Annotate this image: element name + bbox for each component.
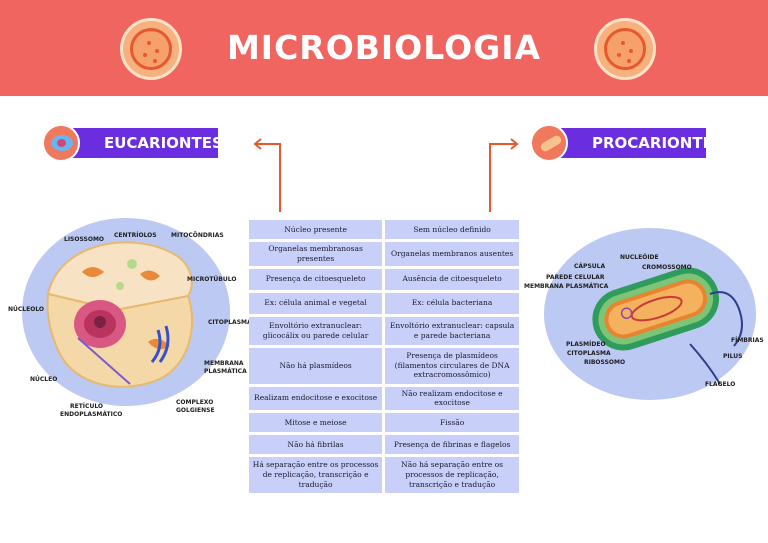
prokaryote-cell: Envoltório extranuclear: capsula e pared…	[385, 316, 519, 345]
label-complexo-1: COMPLEXO	[176, 399, 214, 406]
microbe-badge-icon	[120, 18, 182, 80]
table-row: Ex: célula animal e vegetal Ex: célula b…	[249, 292, 519, 314]
eukaryote-cell-icon	[42, 124, 80, 162]
table-row: Organelas membranosas presentes Organela…	[249, 242, 519, 266]
label-cromossomo: CROMOSSOMO	[642, 264, 692, 271]
section-title-eukaryotes: EUCARIONTES	[58, 128, 223, 158]
table-row: Mitose e meiose Fissão	[249, 413, 519, 432]
arrow-to-prokaryotes-icon	[489, 138, 519, 212]
table-row: Realizam endocitose e exocitose Não real…	[249, 386, 519, 410]
table-row: Não há plasmídeos Presença de plasmídeos…	[249, 347, 519, 384]
label-capsula: CÁPSULA	[574, 263, 606, 270]
label-reticulo-1: RETÍCULO	[70, 403, 104, 410]
label-fimbrias: FÍMBRIAS	[731, 337, 764, 344]
bacterium-icon	[530, 124, 568, 162]
prokaryote-cell: Fissão	[385, 413, 519, 432]
label-parede-celular: PAREDE CELULAR	[546, 274, 605, 281]
label-membrana-plasmatica: MEMBRANA PLASMÁTICA	[524, 283, 609, 290]
label-centriolos: CENTRÍOLOS	[114, 232, 157, 239]
eukaryote-cell: Presença de citoesqueleto	[249, 268, 383, 290]
label-ribossomo: RIBOSSOMO	[584, 359, 626, 366]
table-row: Núcleo presente Sem núcleo definido	[249, 220, 519, 239]
label-flagelo: FLAGELO	[705, 381, 736, 388]
comparison-table: Núcleo presente Sem núcleo definido Orga…	[246, 217, 522, 496]
label-nucleolo: NÚCLEOLO	[8, 306, 45, 313]
eukaryote-cell: Ex: célula animal e vegetal	[249, 292, 383, 314]
prokaryote-cell: Organelas membranos ausentes	[385, 242, 519, 266]
eukaryote-cell-illustration	[22, 218, 230, 406]
prokaryote-cell: Não realizam endocitose e exocitose	[385, 386, 519, 410]
label-nucleo: NÚCLEO	[30, 376, 58, 383]
prokaryote-cell: Presença de fibrinas e flagelos	[385, 435, 519, 454]
prokaryote-cell: Ex: célula bacteriana	[385, 292, 519, 314]
arrow-to-eukaryotes-icon	[253, 138, 281, 212]
header-banner: MICROBIOLOGIA	[0, 0, 768, 96]
eukaryote-cell: Mitose e meiose	[249, 413, 383, 432]
prokaryote-cell: Ausência de citoesqueleto	[385, 268, 519, 290]
prokaryote-cell: Sem núcleo definido	[385, 220, 519, 239]
page-title: MICROBIOLOGIA	[226, 28, 542, 67]
label-membrana-2: PLASMÁTICA	[204, 368, 247, 375]
label-plasmideo: PLASMÍDEO	[566, 341, 606, 348]
label-reticulo-2: ENDOPLASMÁTICO	[60, 411, 123, 418]
label-citoplasma-prok: CITOPLASMA	[567, 350, 611, 357]
label-citoplasma: CITOPLASMA	[208, 319, 252, 326]
prokaryote-cell-illustration	[544, 228, 756, 400]
prokaryote-cell: Não há separação entre os processos de r…	[385, 457, 519, 493]
table-row: Há separação entre os processos de repli…	[249, 457, 519, 493]
eukaryote-cell: Não há plasmídeos	[249, 347, 383, 384]
section-title-prokaryotes: PROCARIONTES	[546, 128, 724, 158]
label-lisossomo: LISOSSOMO	[64, 236, 105, 243]
eukaryote-cell: Há separação entre os processos de repli…	[249, 457, 383, 493]
label-membrana-1: MEMBRANA	[204, 360, 244, 367]
label-mitocondrias: MITOCÔNDRIAS	[171, 232, 224, 239]
label-nucleoide: NUCLEÓIDE	[620, 254, 659, 261]
eukaryote-cell: Núcleo presente	[249, 220, 383, 239]
prokaryote-cell: Presença de plasmídeos (filamentos circu…	[385, 347, 519, 384]
eukaryote-cell: Envoltório extranuclear: glicocálix ou p…	[249, 316, 383, 345]
label-pilus: PILUS	[723, 353, 743, 360]
label-complexo-2: GOLGIENSE	[176, 407, 215, 414]
table-row: Presença de citoesqueleto Ausência de ci…	[249, 268, 519, 290]
label-microtubulo: MICROTÚBULO	[187, 276, 237, 283]
eukaryote-cell: Não há fibrilas	[249, 435, 383, 454]
eukaryote-cell: Organelas membranosas presentes	[249, 242, 383, 266]
eukaryote-cell: Realizam endocitose e exocitose	[249, 386, 383, 410]
table-row: Não há fibrilas Presença de fibrinas e f…	[249, 435, 519, 454]
table-row: Envoltório extranuclear: glicocálix ou p…	[249, 316, 519, 345]
microbe-badge-icon	[594, 18, 656, 80]
